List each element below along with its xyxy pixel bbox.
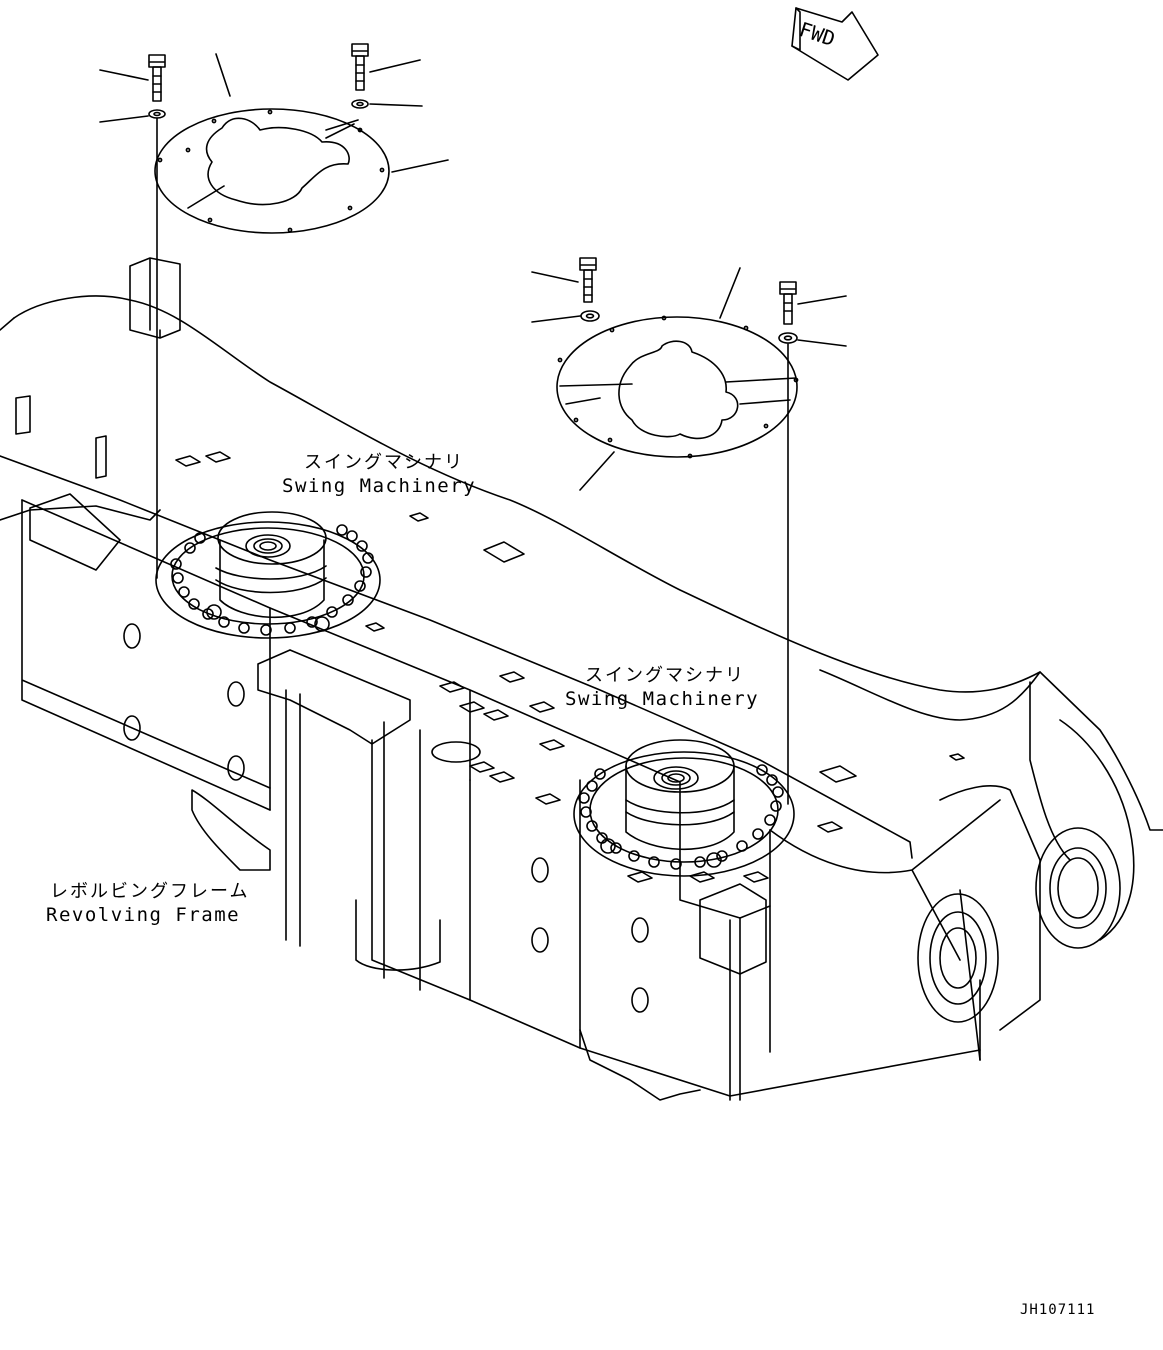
washer-icon [778,332,798,344]
swing-machinery-left-label-en: Swing Machinery [282,475,477,497]
mounting-block [175,451,965,883]
drawing-id: JH107111 [1020,1302,1096,1318]
swing-machinery-left [155,511,381,639]
bolt-ring [578,764,784,870]
washer-icon [580,310,600,322]
fwd-marker-text: FWD [796,17,838,51]
swing-machinery-left-label-jp: スイングマシナリ [304,452,464,473]
revolving-frame-label-en: Revolving Frame [46,904,241,926]
bolt-ring [170,524,374,636]
bolt-icon [351,43,369,91]
washer-icon [351,99,369,109]
boom-foot-boss [1035,827,1121,949]
washer-icon [148,109,166,119]
fwd-arrow-icon: FWD [791,7,879,81]
swing-machinery-right-label-jp: スイングマシナリ [585,665,745,686]
right-cover-plate [556,315,799,459]
boom-foot-boss [917,893,999,1023]
swing-machinery-right-label-en: Swing Machinery [565,688,760,710]
left-cover-plate [154,108,390,234]
revolving-frame-label-jp: レボルビングフレーム [50,881,250,902]
revolving-frame [0,257,1163,1101]
bolt-icon [779,281,797,325]
bolt-icon [579,257,597,303]
swing-machinery-right [573,739,795,877]
bolt-icon [148,54,166,102]
